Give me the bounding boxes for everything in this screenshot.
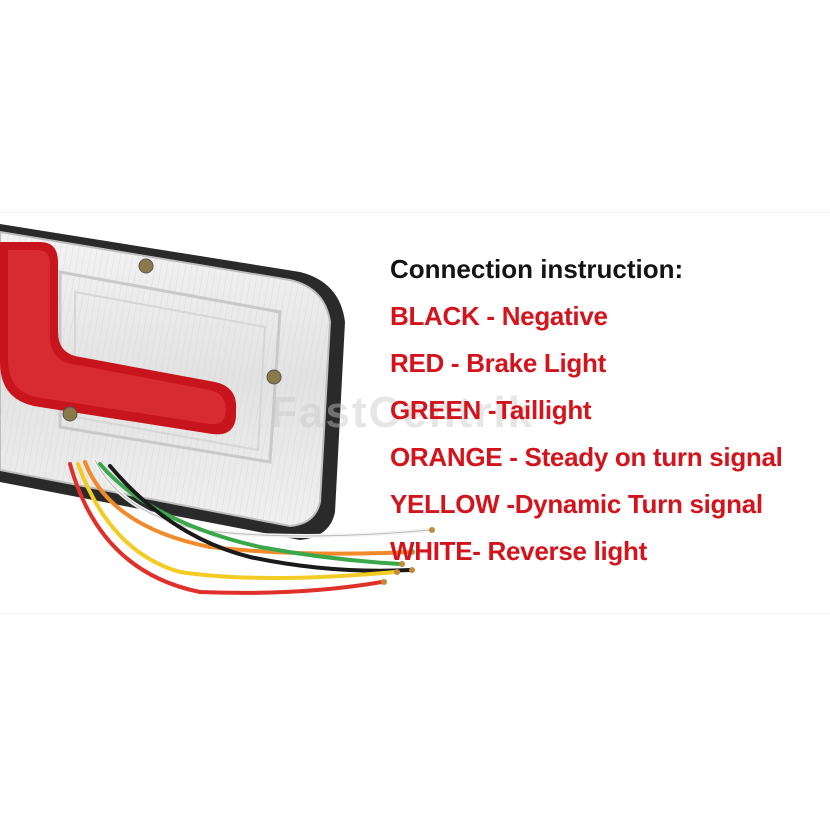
- red-wire: [68, 462, 384, 595]
- yellow-wire: [76, 462, 397, 580]
- green-wire: [98, 462, 402, 566]
- black-wire: [108, 464, 412, 573]
- orange-wire: [83, 460, 412, 556]
- yellow-wire-label: YELLOW -Dynamic Turn signal: [390, 489, 763, 519]
- black-wire-label: BLACK - Negative: [390, 301, 608, 331]
- orange-wire-label: ORANGE - Steady on turn signal: [390, 442, 783, 472]
- red-wire-label: RED - Brake Light: [390, 348, 606, 378]
- white-wire-label: WHITE- Reverse light: [390, 536, 647, 566]
- connection-instructions: Connection instruction: BLACK - Negative…: [390, 250, 825, 576]
- instructions-title: Connection instruction:: [390, 254, 684, 284]
- green-wire-label: GREEN -Taillight: [390, 395, 592, 425]
- watermark: FastCentrik: [270, 388, 535, 437]
- tail-light-lamp-image: [0, 224, 435, 595]
